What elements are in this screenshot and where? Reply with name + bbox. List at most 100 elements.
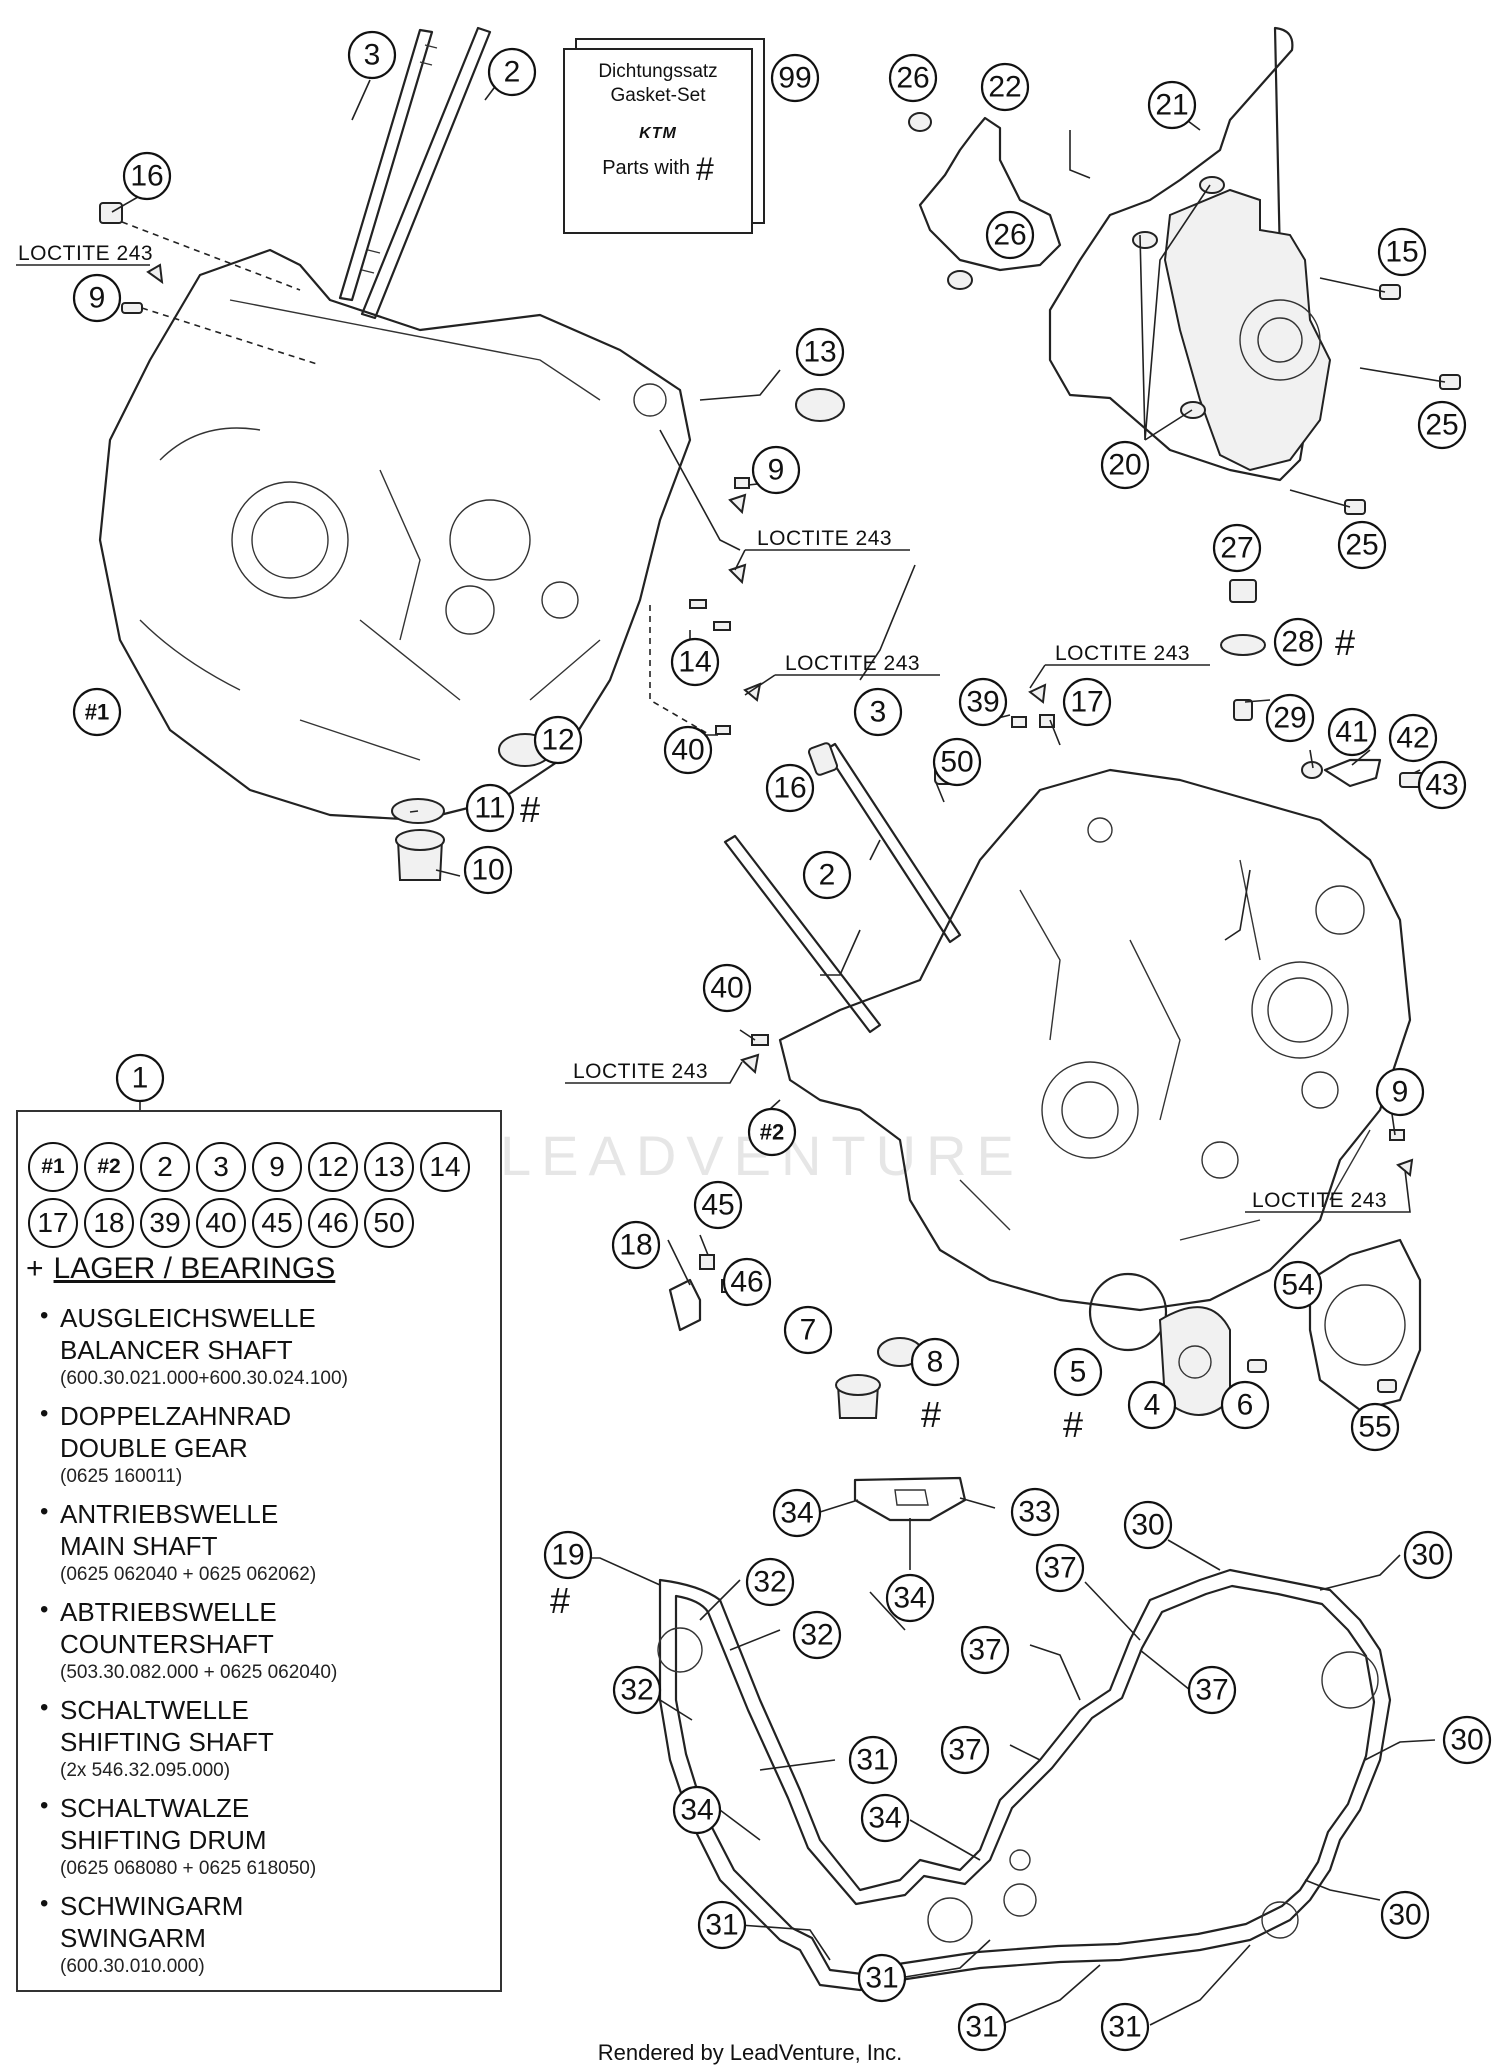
callout-15: 15 (1377, 227, 1427, 277)
callout-32-c-label: 32 (620, 1674, 653, 1707)
callout-37-c: 37 (1187, 1665, 1237, 1715)
bearing-name-de: SCHALTWELLE (60, 1695, 249, 1725)
callout-33-label: 33 (1018, 1496, 1051, 1529)
callout-32-a-label: 32 (753, 1566, 786, 1599)
bearing-item: SCHALTWELLE SHIFTING SHAFT (2x 546.32.09… (40, 1694, 348, 1784)
callout-11: 11 (465, 783, 515, 833)
callout-5-label: 5 (1070, 1356, 1087, 1389)
callout-25-top-label: 25 (1425, 409, 1458, 442)
callout-18: 18 (611, 1220, 661, 1270)
bearing-item: ANTRIEBSWELLE MAIN SHAFT (0625 062040 + … (40, 1498, 348, 1588)
right-crankcase-half (778, 768, 1412, 1312)
callout-14: 14 (670, 637, 720, 687)
callout-34-c: 34 (672, 1785, 722, 1835)
callout-42: 42 (1388, 713, 1438, 763)
callout-40-left: 40 (663, 725, 713, 775)
callout-1-label: 1 (132, 1062, 149, 1095)
callout-32-b-label: 32 (800, 1619, 833, 1652)
callout-hash-2-label: #2 (760, 1120, 784, 1145)
left-crankcase-half (98, 248, 692, 822)
bearing-list: AUSGLEICHSWELLE BALANCER SHAFT (600.30.0… (40, 1302, 348, 1988)
callout-20: 20 (1100, 440, 1150, 490)
callout-28-label: 28 (1281, 626, 1314, 659)
callout-3-top: 3 (347, 30, 397, 80)
callout-4: 4 (1127, 1380, 1177, 1430)
callout-30-b: 30 (1403, 1530, 1453, 1580)
callout-hash-2: #2 (747, 1107, 797, 1157)
callout-30-b-label: 30 (1411, 1539, 1444, 1572)
callout-21-label: 21 (1155, 89, 1188, 122)
callout-40-right: 40 (702, 963, 752, 1013)
callout-55-label: 55 (1358, 1411, 1391, 1444)
callout-41-label: 41 (1335, 716, 1368, 749)
kit-part-chip: 9 (252, 1142, 302, 1192)
callout-2-top: 2 (487, 47, 537, 97)
callout-39: 39 (958, 677, 1008, 727)
callout-37-d-label: 37 (948, 1734, 981, 1767)
loctite-note-5: LOCTITE 243 (573, 1060, 708, 1083)
bearing-name-de: SCHALTWALZE (60, 1793, 250, 1823)
hash-11: # (520, 789, 540, 830)
callout-27-label: 27 (1220, 532, 1253, 565)
crankcase-gasket (657, 1476, 1392, 1992)
callout-32-c: 32 (612, 1665, 662, 1715)
callout-34-a-label: 34 (780, 1497, 813, 1530)
bearing-part-number: (600.30.021.000+600.30.024.100) (60, 1368, 348, 1389)
bearing-name-de: DOPPELZAHNRAD (60, 1401, 292, 1431)
bearing-name-de: ANTRIEBSWELLE (60, 1499, 279, 1529)
callout-31-a: 31 (848, 1735, 898, 1785)
kit-part-chip: 12 (308, 1142, 358, 1192)
callout-25-top: 25 (1417, 400, 1467, 450)
kit-part-chip: 50 (364, 1198, 414, 1248)
callout-33: 33 (1010, 1487, 1060, 1537)
callout-13-label: 13 (803, 336, 836, 369)
callout-9-right-label: 9 (1392, 1076, 1409, 1109)
callout-30-a: 30 (1123, 1500, 1173, 1550)
kit-row-1: #1 #2 2 3 9 12 13 14 (28, 1142, 470, 1192)
callout-7-label: 7 (800, 1314, 817, 1347)
callout-2-right: 2 (802, 850, 852, 900)
callout-46-label: 46 (730, 1266, 763, 1299)
loctite-note-6: LOCTITE 243 (1252, 1189, 1387, 1212)
callout-19: 19 (543, 1530, 593, 1580)
gasket-set-box: Dichtungssatz Gasket-Set KTM Parts with# (563, 48, 753, 234)
bearing-name-en: MAIN SHAFT (60, 1531, 218, 1561)
brand-logo: KTM (639, 125, 677, 142)
bearing-name-de: ABTRIEBSWELLE (60, 1597, 277, 1627)
callout-10: 10 (463, 845, 513, 895)
callout-19-label: 19 (551, 1539, 584, 1572)
callout-99-label: 99 (778, 62, 811, 95)
callout-37-d: 37 (940, 1725, 990, 1775)
callout-46: 46 (722, 1257, 772, 1307)
bearing-item: DOPPELZAHNRAD DOUBLE GEAR (0625 160011) (40, 1400, 348, 1490)
callout-17: 17 (1062, 677, 1112, 727)
callout-25-bottom-label: 25 (1345, 529, 1378, 562)
callout-25-bottom: 25 (1337, 520, 1387, 570)
callout-55: 55 (1350, 1402, 1400, 1452)
callout-31-c-label: 31 (865, 1962, 898, 1995)
bearing-item: ABTRIEBSWELLE COUNTERSHAFT (503.30.082.0… (40, 1596, 348, 1686)
callout-3-top-label: 3 (364, 39, 381, 72)
bearing-item: SCHALTWALZE SHIFTING DRUM (0625 068080 +… (40, 1792, 348, 1882)
callout-9-mid: 9 (751, 445, 801, 495)
callout-2-right-label: 2 (819, 859, 836, 892)
callout-8-label: 8 (927, 1346, 944, 1379)
callout-26-mid-label: 26 (993, 219, 1026, 252)
cylinder-stud-pair-top (338, 26, 492, 320)
callout-34-b: 34 (885, 1573, 935, 1623)
callout-31-c: 31 (857, 1953, 907, 2003)
gasket-set-label-de: Dichtungssatz (598, 61, 718, 82)
callout-21: 21 (1147, 80, 1197, 130)
bearing-part-number: (0625 068080 + 0625 618050) (60, 1858, 317, 1879)
callout-40-right-label: 40 (710, 972, 743, 1005)
bearing-part-number: (2x 546.32.095.000) (60, 1760, 231, 1781)
bearing-part-number: (0625 160011) (60, 1466, 183, 1487)
bearing-name-en: COUNTERSHAFT (60, 1629, 274, 1659)
callout-31-a-label: 31 (856, 1744, 889, 1777)
callout-3-right-label: 3 (870, 696, 887, 729)
callout-42-label: 42 (1396, 722, 1429, 755)
callout-32-a: 32 (745, 1557, 795, 1607)
callout-4-label: 4 (1144, 1389, 1161, 1422)
callout-9-left: 9 (72, 273, 122, 323)
callout-11-label: 11 (474, 792, 505, 825)
